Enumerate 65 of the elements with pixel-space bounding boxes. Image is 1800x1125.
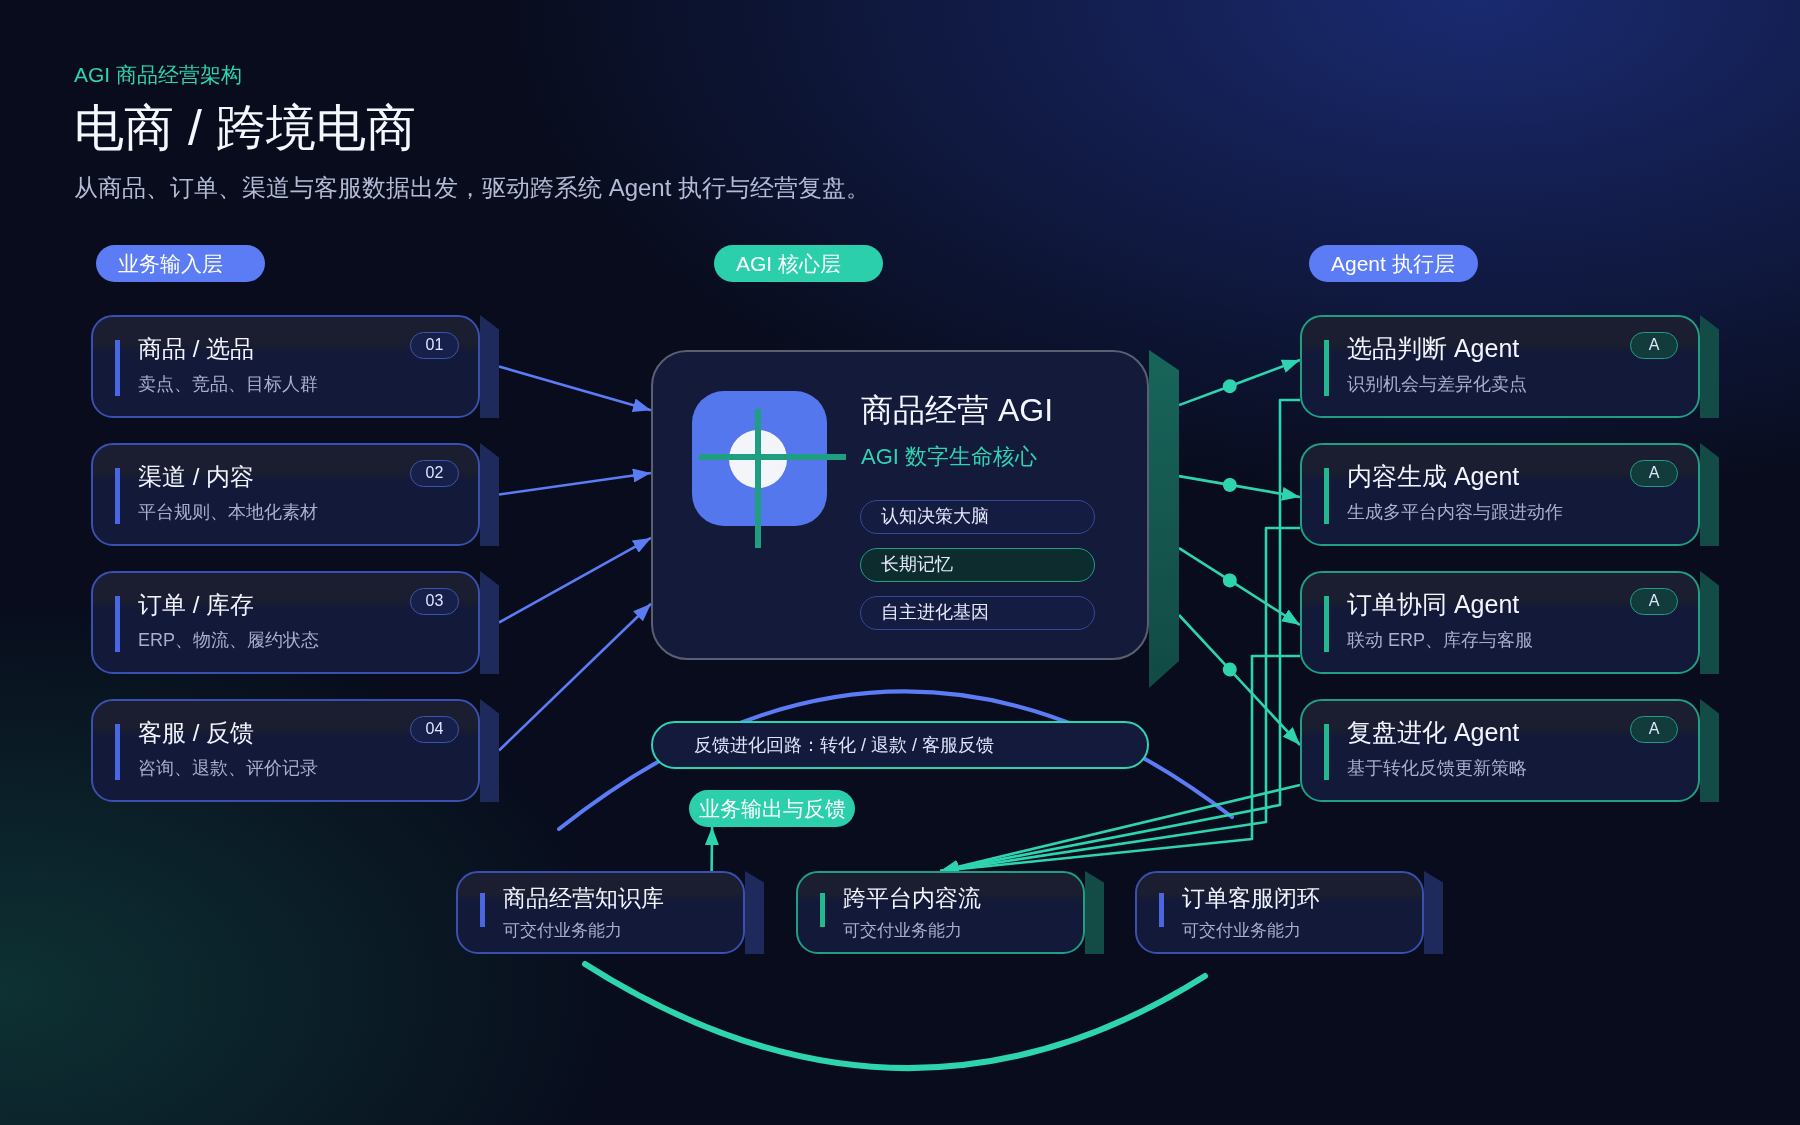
core-card (651, 350, 1179, 688)
card-subtitle: 生成多平台内容与跟进动作 (1347, 502, 1563, 524)
input-card (91, 699, 499, 802)
section-tag: 业务输入层 (96, 245, 265, 282)
card-title: 复盘进化 Agent (1347, 717, 1520, 747)
input-card (91, 315, 499, 418)
section-tag: Agent 执行层 (1309, 245, 1478, 282)
section-tag: AGI 核心层 (714, 245, 883, 282)
core-subtitle: AGI 数字生命核心 (861, 444, 1037, 471)
card-subtitle: 咨询、退款、评价记录 (138, 758, 318, 780)
card-subtitle: 识别机会与差异化卖点 (1347, 374, 1527, 396)
agent-card (1300, 571, 1719, 674)
card-title: 商品经营知识库 (503, 885, 664, 913)
number-tag: 01 (410, 332, 459, 359)
card-title: 商品 / 选品 (138, 335, 254, 364)
card-title: 订单 / 库存 (138, 591, 254, 620)
core-title: 商品经营 AGI (861, 391, 1053, 430)
card-subtitle: 可交付业务能力 (843, 921, 962, 942)
arrow (1178, 474, 1301, 501)
capability-chip: 认知决策大脑 (860, 500, 1095, 534)
subtitle-text: 从商品、订单、渠道与客服数据出发，驱动跨系统 Agent 执行与经营复盘。 (74, 174, 871, 203)
arrow (1178, 358, 1301, 407)
output-tag: 业务输出与反馈 (689, 790, 855, 827)
output-card (796, 871, 1104, 954)
agent-tag: A (1630, 460, 1678, 487)
agent-tag: A (1630, 332, 1678, 359)
feedback-banner: 反馈进化回路：转化 / 退款 / 客服反馈 (651, 721, 1149, 769)
arrow (498, 536, 652, 624)
input-card (91, 443, 499, 546)
agent-card (1300, 699, 1719, 802)
agent-tag: A (1630, 588, 1678, 615)
card-subtitle: ERP、物流、履约状态 (138, 630, 319, 652)
arrow (498, 365, 652, 412)
diagram-title: 电商 / 跨境电商 (74, 99, 416, 158)
kicker-text: AGI 商品经营架构 (74, 62, 242, 88)
card-subtitle: 可交付业务能力 (1182, 921, 1301, 942)
card-title: 客服 / 反馈 (138, 719, 254, 748)
number-tag: 03 (410, 588, 459, 615)
number-tag: 04 (410, 716, 459, 743)
arrow (704, 827, 719, 871)
number-tag: 02 (410, 460, 459, 487)
capability-chip: 长期记忆 (860, 548, 1095, 582)
card-title: 选品判断 Agent (1347, 333, 1520, 363)
card-title: 跨平台内容流 (843, 885, 981, 913)
arrow (1178, 547, 1301, 627)
arrow (1178, 614, 1301, 746)
card-title: 渠道 / 内容 (138, 463, 254, 492)
arrow (498, 602, 652, 752)
arrow (498, 468, 652, 496)
output-card (456, 871, 764, 954)
agent-card (1300, 443, 1719, 546)
card-subtitle: 基于转化反馈更新策略 (1347, 758, 1527, 780)
card-subtitle: 卖点、竞品、目标人群 (138, 374, 318, 396)
agent-tag: A (1630, 716, 1678, 743)
card-subtitle: 平台规则、本地化素材 (138, 502, 318, 524)
card-subtitle: 联动 ERP、库存与客服 (1347, 630, 1533, 652)
card-title: 订单客服闭环 (1182, 885, 1320, 913)
card-subtitle: 可交付业务能力 (503, 921, 622, 942)
capability-chip: 自主进化基因 (860, 596, 1095, 630)
card-title: 订单协同 Agent (1347, 589, 1520, 619)
arrow (940, 783, 1301, 874)
agent-card (1300, 315, 1719, 418)
input-card (91, 571, 499, 674)
card-title: 内容生成 Agent (1347, 461, 1520, 491)
output-card (1135, 871, 1443, 954)
